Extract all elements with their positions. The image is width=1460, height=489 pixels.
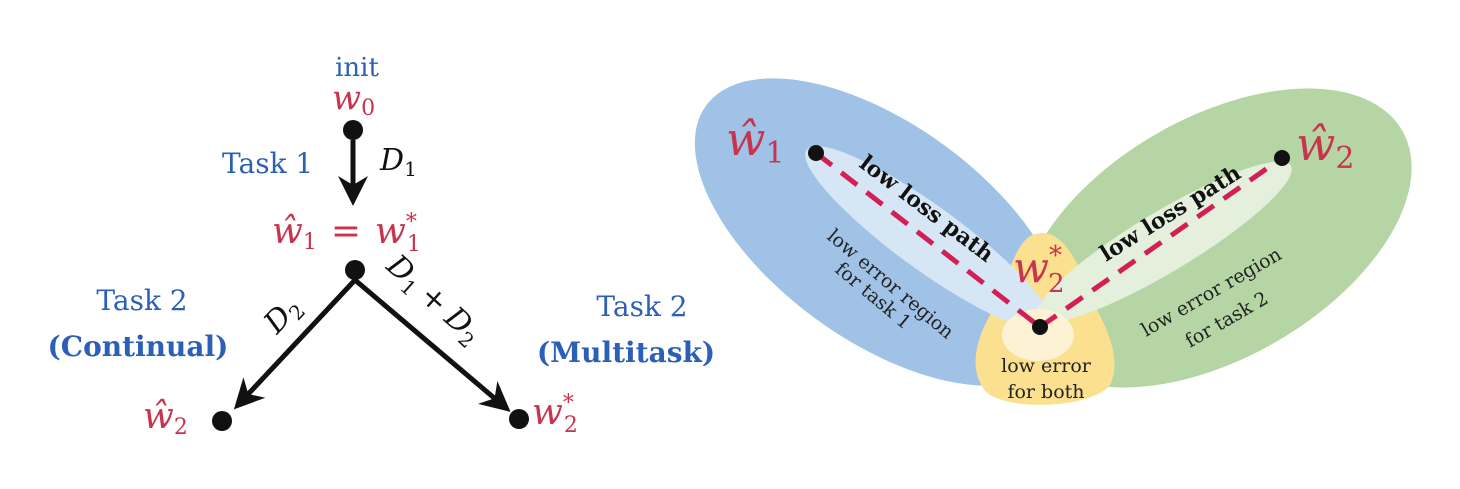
w2-hat-label: ŵ2 [143, 396, 188, 440]
w2-star-node [509, 409, 529, 429]
continual-arrow [233, 278, 357, 410]
w0-node [343, 120, 363, 140]
w1-node [345, 260, 365, 280]
both-text-line1: low error [1001, 355, 1092, 377]
w2-hat-node [212, 411, 232, 431]
intersection-glow [1002, 309, 1074, 361]
low-loss-path-1-line [814, 151, 1042, 329]
continual-label: (Continual) [48, 330, 229, 363]
both-text-line2: for both [1007, 381, 1084, 403]
r-w1-hat-label: ŵ1 [726, 112, 784, 171]
multitask-label: (Multitask) [537, 336, 715, 369]
r-w1-hat-node [808, 145, 824, 161]
d1-plus-d2-label: D1+D2 [377, 247, 488, 353]
task1-label: Task 1 [222, 147, 313, 180]
init-label: init [335, 53, 379, 83]
r-w2-hat-node [1274, 150, 1290, 166]
task2-continual-label: Task 2 [96, 284, 187, 317]
w0-label: w0 [332, 78, 375, 121]
right-panel: ŵ1 ŵ2 w*2 low loss path low loss path lo… [694, 78, 1412, 405]
w1-hat-eq-w1-star: ŵ1=w*1 [272, 210, 421, 257]
multitask-arrow [353, 278, 511, 412]
r-w2-hat-label: ŵ2 [1296, 117, 1354, 176]
low-loss-path-2-line [1038, 155, 1284, 330]
task2-multitask-label: Task 2 [596, 290, 687, 323]
w2-star-label: w*2 [532, 391, 578, 438]
d1-label: D1 [379, 143, 417, 181]
r-w2-star-node [1032, 319, 1048, 335]
r-w2-star-label: w*2 [1013, 241, 1065, 299]
left-panel: init w0 Task 1 D1 ŵ1=w*1 D2 D1+D2 Task 2… [48, 53, 716, 440]
